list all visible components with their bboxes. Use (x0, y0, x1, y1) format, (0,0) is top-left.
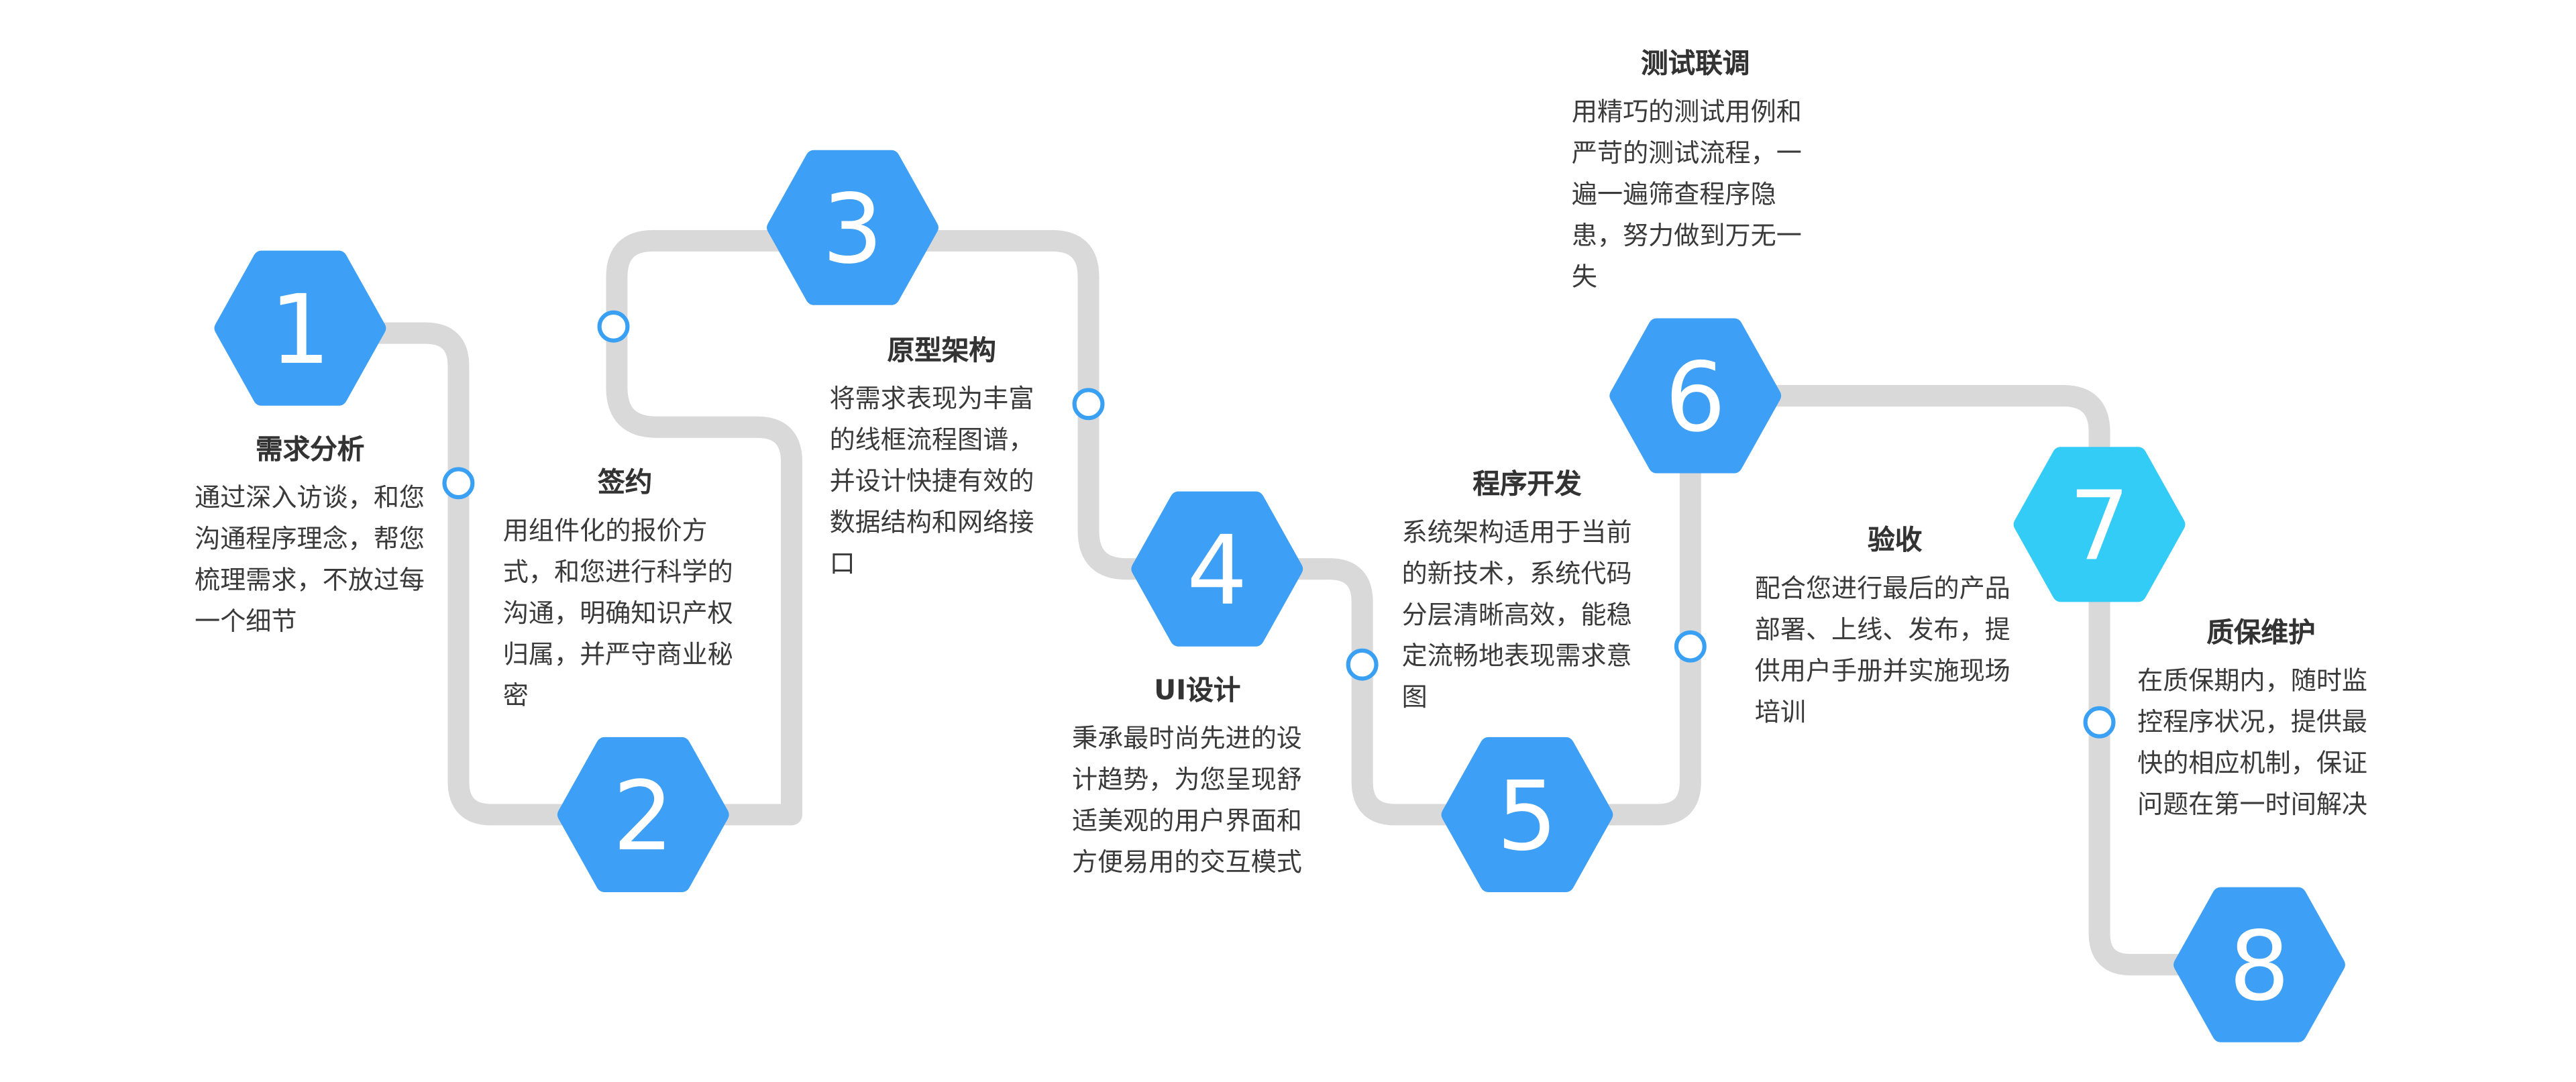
step-2-hexagon: 2 (557, 737, 729, 892)
step-number: 1 (270, 274, 331, 386)
step-description: 用精巧的测试用例和严苛的测试流程，一遍一遍筛查程序隐患，努力做到万无一失 (1571, 97, 1802, 292)
step-description: 配合您进行最后的产品部署、上线、发布，提供用户手册并实施现场培训 (1754, 574, 2010, 728)
hexagon-shape (214, 250, 386, 406)
step-1-hexagon: 1 (214, 250, 386, 406)
step-number: 6 (1665, 342, 1726, 453)
hexagon-shape (1609, 318, 1782, 474)
step-7-text: 验收 配合您进行最后的产品部署、上线、发布，提供用户手册并实施现场培训 (1755, 523, 2035, 734)
step-number: 5 (1497, 761, 1558, 872)
step-title: 原型架构 (887, 335, 996, 366)
step-1-text: 需求分析 通过深入访谈，和您沟通程序理念，帮您梳理需求，不放过每一个细节 (195, 432, 425, 643)
connector-node (1072, 388, 1105, 421)
step-4-text: UI设计 秉承最时尚先进的设计趋势，为您呈现舒适美观的用户界面和方便易用的交互模… (1072, 673, 1323, 884)
connector-node (597, 310, 630, 343)
step-5-text: 程序开发 系统架构适用于当前的新技术，系统代码分层清晰高效，能稳定流畅地表现需求… (1402, 467, 1653, 719)
step-title: UI设计 (1154, 674, 1241, 706)
step-7-hexagon: 7 (2013, 447, 2186, 602)
step-title: 程序开发 (1472, 468, 1582, 500)
step-title: 质保维护 (2206, 616, 2316, 649)
step-number: 3 (822, 174, 883, 285)
hexagon-shape (1441, 737, 1613, 892)
connector-node (1346, 648, 1379, 681)
step-description: 秉承最时尚先进的设计趋势，为您呈现舒适美观的用户界面和方便易用的交互模式 (1071, 724, 1302, 877)
step-number: 7 (2069, 470, 2130, 582)
step-title: 签约 (598, 466, 653, 498)
step-2-text: 签约 用组件化的报价方式，和您进行科学的沟通，明确知识产权归属，并严守商业秘密 (503, 465, 747, 717)
step-description: 用组件化的报价方式，和您进行科学的沟通，明确知识产权归属，并严守商业秘密 (502, 516, 733, 711)
connector-node (1674, 630, 1707, 663)
connector-node (442, 467, 475, 500)
step-number: 8 (2229, 911, 2290, 1022)
step-title: 测试联调 (1641, 48, 1750, 80)
step-6-text: 测试联调 用精巧的测试用例和严苛的测试流程，一遍一遍筛查程序隐患，努力做到万无一… (1572, 46, 1819, 299)
step-title: 需求分析 (256, 433, 365, 466)
hexagon-shape (1131, 491, 1303, 647)
step-4-hexagon: 4 (1131, 491, 1303, 647)
step-3-text: 原型架构 将需求表现为丰富的线框流程图谱，并设计快捷有效的数据结构和网络接口 (830, 333, 1054, 586)
hexagon-shape (767, 150, 938, 305)
hexagon-shape (2013, 447, 2186, 602)
step-8-hexagon: 8 (2174, 887, 2345, 1042)
step-number: 2 (612, 761, 674, 872)
step-6-hexagon: 6 (1609, 318, 1782, 474)
step-5-hexagon: 5 (1441, 737, 1613, 892)
step-title: 验收 (1868, 524, 1923, 556)
step-number: 4 (1187, 515, 1248, 627)
hexagon-shape (557, 737, 729, 892)
connector-node (2083, 706, 2116, 739)
step-description: 将需求表现为丰富的线框流程图谱，并设计快捷有效的数据结构和网络接口 (829, 384, 1034, 579)
step-3-hexagon: 3 (767, 150, 938, 305)
step-description: 系统架构适用于当前的新技术，系统代码分层清晰高效，能稳定流畅地表现需求意图 (1401, 517, 1632, 713)
step-description: 在质保期内，随时监控程序状况，提供最快的相应机制，保证问题在第一时间解决 (2137, 666, 2368, 820)
step-8-text: 质保维护 在质保期内，随时监控程序状况，提供最快的相应机制，保证问题在第一时间解… (2137, 615, 2385, 826)
hexagon-shape (2174, 887, 2345, 1042)
step-description: 通过深入访谈，和您沟通程序理念，帮您梳理需求，不放过每一个细节 (195, 483, 425, 637)
